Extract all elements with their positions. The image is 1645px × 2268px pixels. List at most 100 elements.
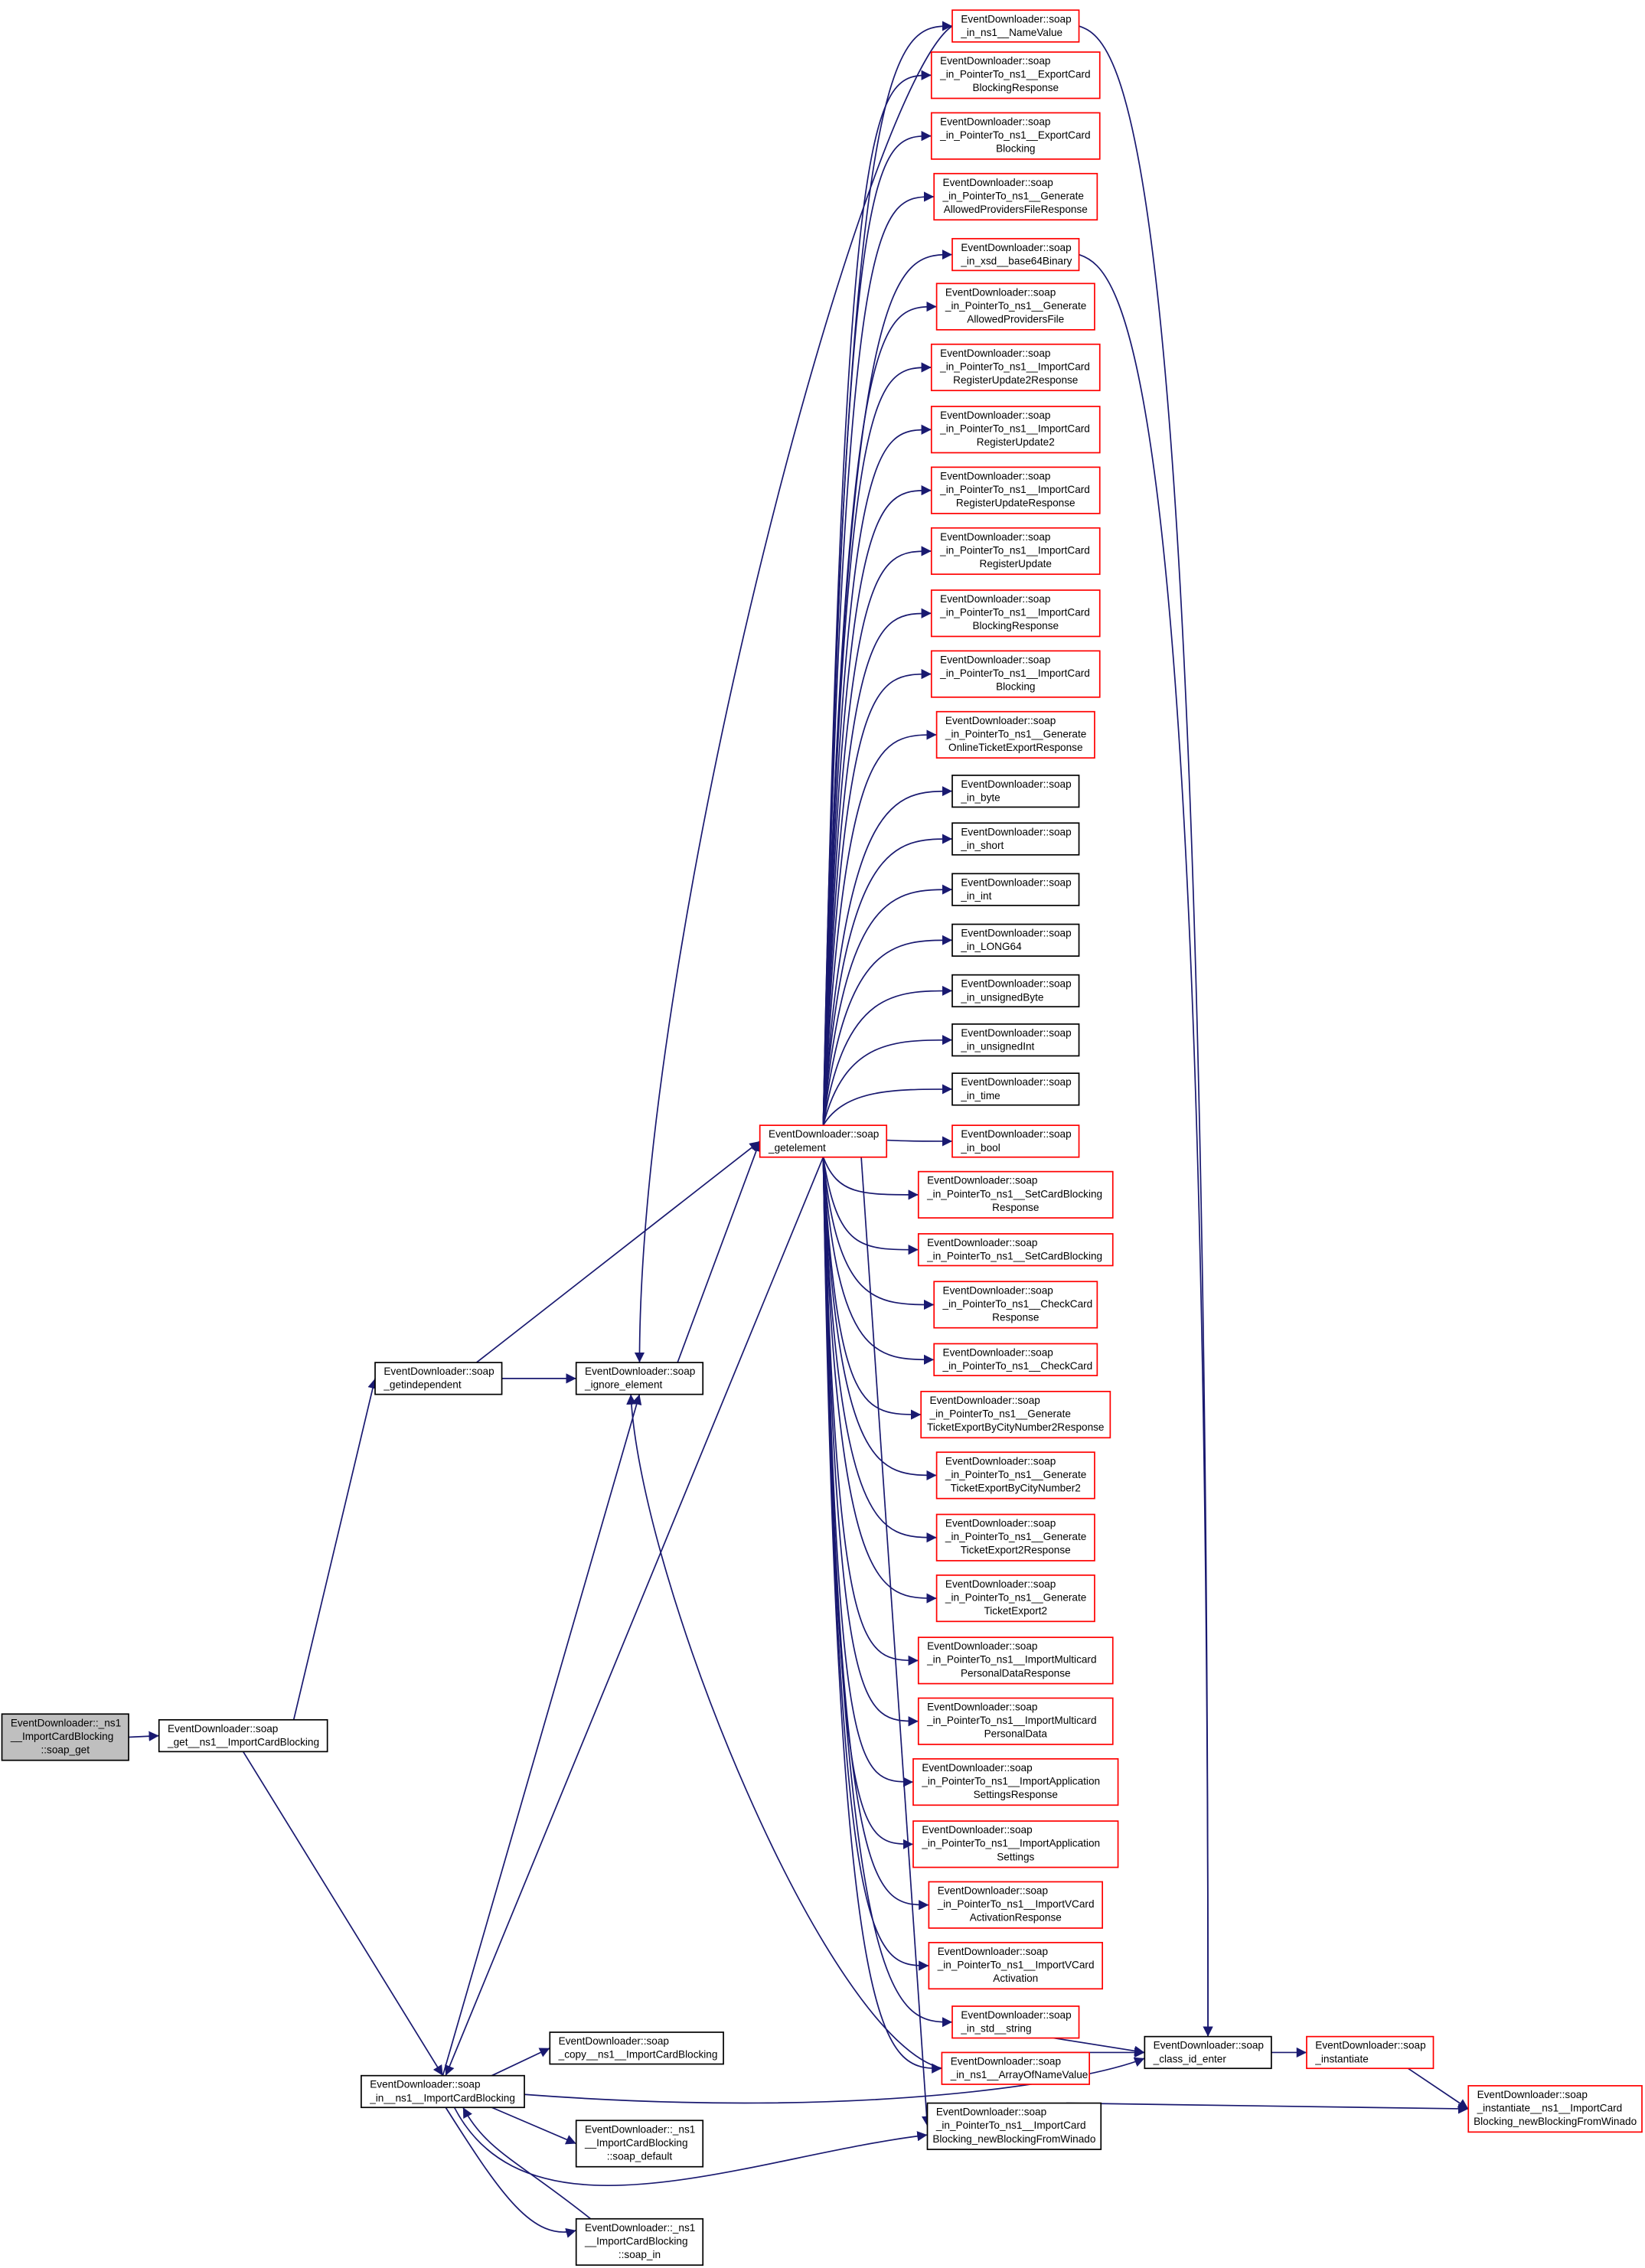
node-r30[interactable]: EventDownloader::soap_in_PointerTo_ns1__… [917, 1697, 1114, 1745]
node-r25[interactable]: EventDownloader::soap_in_PointerTo_ns1__… [920, 1391, 1111, 1439]
node-box[interactable] [912, 1757, 1119, 1806]
node-box[interactable] [951, 9, 1080, 43]
node-box[interactable] [935, 1574, 1095, 1623]
node-r4[interactable]: EventDownloader::soap_in_xsd__base64Bina… [951, 237, 1080, 272]
node-box[interactable] [951, 2005, 1080, 2039]
node-r19[interactable]: EventDownloader::soap_in_time [951, 1072, 1080, 1106]
node-box[interactable] [933, 1281, 1098, 1329]
node-box[interactable] [951, 237, 1080, 272]
node-box[interactable] [930, 527, 1101, 576]
node-box[interactable] [575, 2120, 704, 2168]
node-box[interactable] [933, 1343, 1098, 1376]
node-nb[interactable]: EventDownloader::soap_in_PointerTo_ns1__… [926, 2102, 1102, 2150]
node-r35[interactable]: EventDownloader::soap_in_std__string [951, 2005, 1080, 2039]
node-r12[interactable]: EventDownloader::soap_in_PointerTo_ns1__… [935, 710, 1095, 759]
node-r14[interactable]: EventDownloader::soap_in_short [951, 822, 1080, 856]
node-box[interactable] [930, 112, 1101, 160]
node-instantiate[interactable]: EventDownloader::soap_instantiate [1306, 2035, 1434, 2070]
node-r34[interactable]: EventDownloader::soap_in_PointerTo_ns1__… [928, 1941, 1104, 1990]
node-box[interactable] [759, 1124, 888, 1158]
node-box[interactable] [951, 974, 1080, 1008]
node-box[interactable] [917, 1697, 1114, 1745]
node-r32[interactable]: EventDownloader::soap_in_PointerTo_ns1__… [912, 1820, 1119, 1868]
node-get[interactable]: EventDownloader::soap_get__ns1__ImportCa… [158, 1718, 328, 1753]
node-box[interactable] [935, 1513, 1095, 1561]
node-r22[interactable]: EventDownloader::soap_in_PointerTo_ns1__… [917, 1233, 1114, 1267]
node-box[interactable] [951, 873, 1080, 906]
node-getindep[interactable]: EventDownloader::soap_getindependent [374, 1362, 503, 1395]
node-box[interactable] [575, 2217, 704, 2266]
node-r7[interactable]: EventDownloader::soap_in_PointerTo_ns1__… [930, 406, 1101, 454]
node-r20[interactable]: EventDownloader::soap_in_bool [951, 1124, 1080, 1158]
node-r10[interactable]: EventDownloader::soap_in_PointerTo_ns1__… [930, 589, 1101, 638]
node-box[interactable] [361, 2074, 525, 2109]
node-r0[interactable]: EventDownloader::soap_in_ns1__NameValue [951, 9, 1080, 43]
node-r24[interactable]: EventDownloader::soap_in_PointerTo_ns1__… [933, 1343, 1098, 1376]
node-box[interactable] [951, 1072, 1080, 1106]
node-box[interactable] [575, 1362, 704, 1395]
node-inst_nb[interactable]: EventDownloader::soap_instantiate__ns1__… [1467, 2085, 1643, 2133]
node-r17[interactable]: EventDownloader::soap_in_unsignedByte [951, 974, 1080, 1008]
node-box[interactable] [912, 1820, 1119, 1868]
node-r28[interactable]: EventDownloader::soap_in_PointerTo_ns1__… [935, 1574, 1095, 1623]
node-box[interactable] [549, 2031, 724, 2065]
node-in_icb[interactable]: EventDownloader::soap_in__ns1__ImportCar… [361, 2074, 525, 2109]
node-box[interactable] [1467, 2085, 1643, 2133]
node-box[interactable] [951, 1124, 1080, 1158]
node-box[interactable] [928, 1881, 1104, 1929]
node-r36[interactable]: EventDownloader::soap_in_ns1__ArrayOfNam… [941, 2051, 1090, 2085]
node-r2[interactable]: EventDownloader::soap_in_PointerTo_ns1__… [930, 112, 1101, 160]
node-soapin[interactable]: EventDownloader::_ns1__ImportCardBlockin… [575, 2217, 704, 2266]
node-r16[interactable]: EventDownloader::soap_in_LONG64 [951, 923, 1080, 957]
node-box[interactable] [930, 343, 1101, 392]
node-r15[interactable]: EventDownloader::soap_in_int [951, 873, 1080, 906]
node-r6[interactable]: EventDownloader::soap_in_PointerTo_ns1__… [930, 343, 1101, 392]
node-box[interactable] [930, 51, 1101, 100]
node-box[interactable] [158, 1718, 328, 1753]
node-box[interactable] [933, 172, 1098, 221]
node-r1[interactable]: EventDownloader::soap_in_PointerTo_ns1__… [930, 51, 1101, 100]
node-box[interactable] [941, 2051, 1090, 2085]
node-r8[interactable]: EventDownloader::soap_in_PointerTo_ns1__… [930, 466, 1101, 514]
node-classid[interactable]: EventDownloader::soap_class_id_enter [1144, 2035, 1272, 2070]
node-default[interactable]: EventDownloader::_ns1__ImportCardBlockin… [575, 2120, 704, 2168]
node-box[interactable] [1306, 2035, 1434, 2070]
node-ignore[interactable]: EventDownloader::soap_ignore_element [575, 1362, 704, 1395]
node-box[interactable] [951, 1023, 1080, 1057]
node-r27[interactable]: EventDownloader::soap_in_PointerTo_ns1__… [935, 1513, 1095, 1561]
node-root[interactable]: EventDownloader::_ns1__ImportCardBlockin… [1, 1713, 129, 1761]
node-copy[interactable]: EventDownloader::soap_copy__ns1__ImportC… [549, 2031, 724, 2065]
node-r21[interactable]: EventDownloader::soap_in_PointerTo_ns1__… [917, 1170, 1114, 1219]
node-r5[interactable]: EventDownloader::soap_in_PointerTo_ns1__… [935, 282, 1095, 331]
node-box[interactable] [930, 589, 1101, 638]
node-box[interactable] [920, 1391, 1111, 1439]
node-box[interactable] [1144, 2035, 1272, 2070]
node-getelement[interactable]: EventDownloader::soap_getelement [759, 1124, 888, 1158]
node-r3[interactable]: EventDownloader::soap_in_PointerTo_ns1__… [933, 172, 1098, 221]
node-r29[interactable]: EventDownloader::soap_in_PointerTo_ns1__… [917, 1637, 1114, 1685]
node-r33[interactable]: EventDownloader::soap_in_PointerTo_ns1__… [928, 1881, 1104, 1929]
node-box[interactable] [930, 406, 1101, 454]
node-box[interactable] [928, 1941, 1104, 1990]
node-box[interactable] [917, 1637, 1114, 1685]
node-box[interactable] [917, 1233, 1114, 1267]
node-r23[interactable]: EventDownloader::soap_in_PointerTo_ns1__… [933, 1281, 1098, 1329]
node-box[interactable] [935, 1451, 1095, 1499]
node-r13[interactable]: EventDownloader::soap_in_byte [951, 775, 1080, 808]
node-r31[interactable]: EventDownloader::soap_in_PointerTo_ns1__… [912, 1757, 1119, 1806]
node-box[interactable] [930, 650, 1101, 698]
node-box[interactable] [930, 466, 1101, 514]
node-r26[interactable]: EventDownloader::soap_in_PointerTo_ns1__… [935, 1451, 1095, 1499]
node-r18[interactable]: EventDownloader::soap_in_unsignedInt [951, 1023, 1080, 1057]
node-box[interactable] [951, 775, 1080, 808]
node-r9[interactable]: EventDownloader::soap_in_PointerTo_ns1__… [930, 527, 1101, 576]
node-box[interactable] [935, 710, 1095, 759]
node-r11[interactable]: EventDownloader::soap_in_PointerTo_ns1__… [930, 650, 1101, 698]
node-box[interactable] [935, 282, 1095, 331]
node-box[interactable] [926, 2102, 1102, 2150]
node-box[interactable] [917, 1170, 1114, 1219]
node-box[interactable] [374, 1362, 503, 1395]
node-box[interactable] [951, 923, 1080, 957]
node-box[interactable] [1, 1713, 129, 1761]
node-box[interactable] [951, 822, 1080, 856]
